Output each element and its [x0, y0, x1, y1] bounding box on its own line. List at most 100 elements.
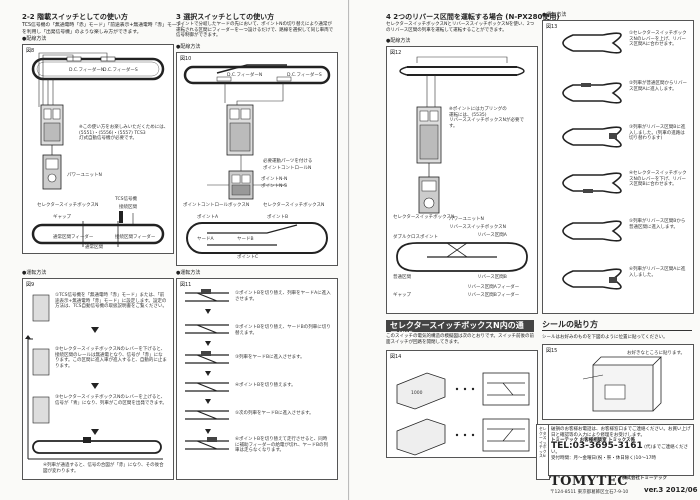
sticker-section-text: シールはお好みのものを下図のように位置に貼ってください。	[542, 335, 668, 340]
point-s-label: ポイントN-S	[261, 184, 287, 189]
section-intro: ポイントで分岐したヤードの先において、ポイントNの切り替えにより通常が運転される…	[176, 22, 334, 38]
note: ※ポイントにはカプリングの 運転には、(5535) リバーススイッチボックスNが…	[449, 107, 529, 129]
step-5: ⑤列車がリバース区間Bから普通区間に進入します。	[629, 219, 686, 230]
step-1: ①TCS信号機を「無通電時「赤」モード」または、「前途表示+無通電時「赤」モード…	[55, 293, 167, 309]
section-intro: TCS信号機の「無通電時「赤」モード」「前途表示+無通電時「赤」モード」	[22, 23, 187, 28]
step-4: ④ポイントBを切り替えます。	[235, 383, 296, 388]
version-date: 2012/06	[665, 486, 698, 494]
note-line-1: ※ポイントにはカプリングの	[449, 107, 507, 112]
figure-label: 図14	[390, 354, 402, 360]
version: ver.3 2012/06	[644, 486, 698, 494]
step-2: ②ポイントBを切り替え、ヤードBの列車に切り替えます。	[235, 325, 331, 336]
figure-11: 図11 ①ポイントBを切り替え、列車をヤードAに進入させます。 ②ポイントBを切…	[176, 278, 338, 480]
footer-address: 〒124-8511 東京都葛飾区立石7-9-10	[550, 490, 629, 495]
footer-tel-note: (代)までご連絡ください。	[551, 444, 689, 456]
point-n-label: ポイントN-N	[261, 177, 288, 182]
note-line-2: 運転には、(5535)	[449, 112, 487, 118]
section-heading: 3 選択スイッチとしての使い方	[176, 13, 275, 21]
figure-label: 図11	[180, 282, 192, 288]
power-unit-label: パワーユニットN	[449, 217, 484, 222]
figure-label: 図10	[180, 56, 192, 62]
section-heading: 4 2つのリバース区間を運転する場合 (N-PX280使用)	[386, 13, 560, 21]
feeder-a-label: D.C.フィーダーN	[227, 73, 263, 78]
gap-label: ギャップ	[53, 215, 71, 220]
selector-label: セレクタースイッチボックスN	[263, 203, 325, 208]
feeder-b-label: リバース区間Bフィーダー	[467, 293, 520, 298]
section-heading: 2-2 階載スイッチとしての使い方	[22, 13, 128, 21]
operation-label: ●運転方法	[542, 12, 567, 18]
footer-contact-box: 破損のお客様お電話は、お客様窓口までご連絡ください。お買い上げ日と確認等の入力に…	[548, 424, 694, 476]
power-unit-label: パワーユニットN	[67, 173, 102, 178]
step-3: ③列車がリバース区間Bに進入しました。(列車の進路は切り替わります)	[629, 125, 686, 141]
footer-tel: TEL:03-3695-3161	[551, 440, 643, 451]
sticker-hint: お好きなところに貼ります。	[627, 351, 686, 356]
normal-label: 普通区間	[393, 275, 411, 280]
step-2: ②セレクタースイッチボックスNのレバーを下げると、接続区間のレールは無通電となり…	[55, 347, 167, 369]
reverse-a-label: リバース区間A	[477, 233, 507, 238]
footer-center: トミーテック お客様相談室 トミックス係	[551, 438, 635, 443]
wiring-label: ●配線方法	[176, 44, 201, 50]
point-a-label: ポイントA	[197, 215, 219, 220]
tcs-label: TCS信号機	[115, 197, 137, 202]
sticker-section-title: シールの貼り方	[542, 320, 692, 331]
figure-8-drawing	[31, 52, 165, 247]
step-6: ⑥ポイントBを切り替えて走行させると、同時に補助フィーダーの給電が切れ、ヤードB…	[235, 437, 329, 453]
footer-maker: 株式会社トミーテック	[622, 476, 667, 481]
reverse-box-label: リバーススイッチボックスN	[449, 225, 507, 230]
reverse-b-label: リバース区間B	[477, 275, 507, 280]
label-1: 必要運動パーツを付ける	[263, 159, 313, 164]
feeder-a-label: リバース区間Aフィーダー	[467, 285, 520, 290]
feeder-d-label: D.C.フィーダーN	[69, 68, 105, 73]
figure-label: 図9	[26, 282, 35, 288]
note-line-2: (5551)・(5556)・(5557) TCS3	[79, 130, 146, 136]
figure-9: 図9 ①TCS信号機を「無通電時「赤」モード」または、「前途表示+無通電時「赤」…	[22, 278, 174, 480]
version-number: ver.3	[644, 486, 664, 494]
wiring-label: ●配線方法	[22, 36, 47, 42]
footer-hours: 受付時間：月〜金曜日(祝・祭・休日除く)10〜17時	[551, 455, 656, 461]
figure-9-drawing	[25, 294, 163, 460]
wiring-section-title: セレクタースイッチボックスN内の通電構造	[386, 320, 534, 340]
operation-label: ●運転方法	[176, 270, 201, 276]
figure-10: 図10 D.C.フィーダーN D.C.フィーダーS 必要運動パーツを付ける ポイ…	[176, 52, 338, 266]
figure-label: 図8	[26, 48, 35, 54]
wiring-section-text: このスイッチの電気的構造の模擬図は次のとおりです。スイッチ前後の前面スイッチが回…	[386, 334, 535, 345]
figure-12-drawing	[396, 56, 528, 272]
figure-14: 図14 1000	[386, 350, 538, 458]
step-3: ③セレクタースイッチボックスNのレバーを上げると、信号が「青」になり、列車がこの…	[55, 395, 167, 406]
footer-contact-text: 破損のお客様お電話は、お客様窓口までご連絡ください。お買い上げ日と確認等の入力に…	[551, 427, 691, 438]
step-4: ④セレクタースイッチボックスNのレバーを下げ、リバース区間Bに合わせます。	[629, 171, 687, 187]
step-5: ⑤次の列車をヤードBに進入させます。	[235, 411, 314, 416]
figure-label: 図13	[546, 24, 558, 30]
note-line-1: ※この使い方をお楽しみいただくためには、	[79, 125, 169, 130]
yard-a-label: ヤードA	[197, 237, 214, 242]
point-c-label: ポイントC	[237, 255, 259, 260]
figure-13-drawing	[562, 32, 622, 290]
section-intro-2: を利用し「出発信号機」のような楽しみ方ができます。	[22, 30, 142, 35]
figure-14-drawing	[396, 372, 530, 456]
note-line-3: 灯式自動信号機が必要です。	[79, 136, 138, 141]
right-page: 4 2つのリバース区間を運転する場合 (N-PX280使用) セレクタースイッチ…	[350, 0, 700, 500]
device-label: 1000	[411, 391, 423, 396]
footer-tel-line: TEL:03-3695-3161 (代)までご連絡ください。	[551, 440, 691, 456]
step-1: ①セレクタースイッチボックスNのレバーを上げ、リバース区間Aに合わせます。	[629, 31, 687, 47]
section-intro: セレクタースイッチボックスNとリバーススイッチボックスNを使い、2つのリバース区…	[386, 22, 535, 33]
figure-15: 図15 お好きなところに貼ります。	[542, 344, 694, 420]
feeder-b-label: D.C.フィーダーS	[287, 73, 322, 78]
step-4: ④列車が通過すると、信号の合図が「赤」になり、その後合図が変わります。	[43, 463, 164, 474]
wiring-label: ●配線方法	[386, 38, 411, 44]
yard-b-label: ヤードB	[237, 237, 254, 242]
figure-15-drawing	[582, 356, 662, 412]
step-1: ①ポイントBを切り替え、列車をヤードAに進入させます。	[235, 291, 331, 302]
selector-box-label: セレクタースイッチボックスN	[37, 203, 99, 208]
figure-10-drawing	[183, 64, 331, 254]
step-6: ⑥列車がリバース区間Aに進入しました。	[629, 267, 686, 278]
feeder-c-label: D.C.フィーダーS	[103, 68, 138, 73]
feeder-track-label: 通常区間フィーダー	[53, 235, 94, 240]
step-2: ②列車が普通区間からリバース区間Aに進入します。	[629, 81, 688, 92]
figure-8: 図8 D.C.フィーダーN	[22, 44, 174, 254]
operation-label: ●運転方法	[22, 270, 47, 276]
point-b-label: ポイントB	[267, 215, 289, 220]
gap-label: ギャップ	[393, 293, 411, 298]
step-3: ③列車をヤードBに進入させます。	[235, 355, 305, 360]
double-cross-label: ダブルクロスポイント	[393, 235, 438, 240]
